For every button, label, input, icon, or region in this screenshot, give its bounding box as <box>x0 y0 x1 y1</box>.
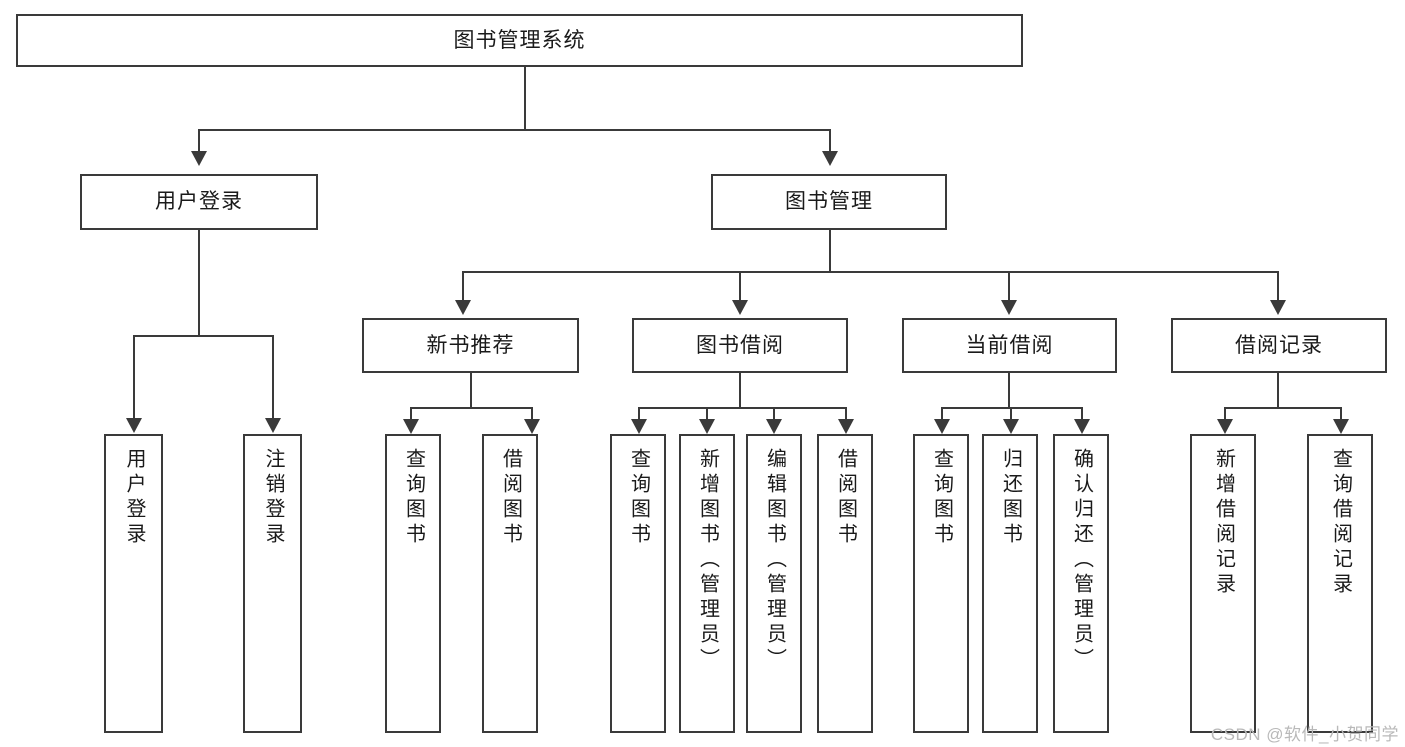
connector-book-borrow-stem <box>739 373 741 408</box>
connector-book-mgmt-drop-4 <box>1277 271 1279 301</box>
csdn-watermark: CSDN @软件_小贺同学 <box>1210 725 1399 744</box>
arrow-book-mgmt-child-1 <box>455 300 471 315</box>
node-label: 图书借阅 <box>696 333 784 357</box>
connector-book-mgmt-stem <box>829 230 831 272</box>
arrow-root-to-book-mgmt <box>822 151 838 166</box>
arrow-book-mgmt-child-4 <box>1270 300 1286 315</box>
leaf-borrow-record-add[interactable]: 新增借阅记录 <box>1190 434 1256 733</box>
arrow-root-to-user-login <box>191 151 207 166</box>
connector-book-borrow-drop-3 <box>773 407 775 420</box>
connector-user-login-drop-1 <box>133 335 135 419</box>
leaf-label: 新增借阅记录 <box>1212 448 1235 598</box>
arrow-book-borrow-leaf-2 <box>699 419 715 434</box>
node-label: 借阅记录 <box>1235 333 1323 357</box>
leaf-label: 借阅图书 <box>834 448 857 548</box>
connector-book-mgmt-bar <box>462 271 1277 273</box>
arrow-new-book-leaf-2 <box>524 419 540 434</box>
leaf-label: 新增图书（管理员） <box>696 448 719 673</box>
leaf-current-borrow-confirm[interactable]: 确认归还（管理员） <box>1053 434 1109 733</box>
node-label: 当前借阅 <box>965 333 1054 357</box>
connector-current-borrow-drop-1 <box>941 407 943 420</box>
leaf-new-book-borrow[interactable]: 借阅图书 <box>482 434 538 733</box>
connector-borrow-record-drop-2 <box>1340 407 1342 420</box>
leaf-label: 注销登录 <box>262 448 284 548</box>
connector-book-mgmt-drop-1 <box>462 271 464 301</box>
leaf-book-borrow-edit[interactable]: 编辑图书（管理员） <box>746 434 802 733</box>
leaf-current-borrow-return[interactable]: 归还图书 <box>982 434 1038 733</box>
leaf-label: 查询图书 <box>627 448 650 548</box>
connector-book-borrow-drop-1 <box>638 407 640 420</box>
connector-new-book-drop-2 <box>531 407 533 420</box>
connector-current-borrow-drop-3 <box>1081 407 1083 420</box>
connector-book-borrow-bar <box>638 407 846 409</box>
node-root-system[interactable]: 图书管理系统 <box>16 14 1023 67</box>
arrow-current-borrow-leaf-1 <box>934 419 950 434</box>
connector-user-login-drop-2 <box>272 335 274 419</box>
leaf-current-borrow-query[interactable]: 查询图书 <box>913 434 969 733</box>
arrow-book-mgmt-child-3 <box>1001 300 1017 315</box>
arrow-new-book-leaf-1 <box>403 419 419 434</box>
leaf-label: 确认归还（管理员） <box>1070 448 1093 673</box>
leaf-label: 用户登录 <box>123 448 145 548</box>
connector-user-login-stem <box>198 230 200 336</box>
node-label: 新书推荐 <box>426 333 515 357</box>
arrow-current-borrow-leaf-2 <box>1003 419 1019 434</box>
connector-book-mgmt-drop-3 <box>1008 271 1010 301</box>
node-book-borrow[interactable]: 图书借阅 <box>632 318 848 373</box>
leaf-label: 借阅图书 <box>499 448 522 548</box>
connector-borrow-record-drop-1 <box>1224 407 1226 420</box>
connector-user-login-bar <box>133 335 273 337</box>
arrow-book-borrow-leaf-1 <box>631 419 647 434</box>
connector-book-borrow-drop-2 <box>706 407 708 420</box>
arrow-user-login-leaf-1 <box>126 418 142 433</box>
leaf-label: 查询借阅记录 <box>1329 448 1352 598</box>
arrow-user-login-leaf-2 <box>265 418 281 433</box>
connector-new-book-drop-1 <box>410 407 412 420</box>
arrow-book-borrow-leaf-4 <box>838 419 854 434</box>
connector-root-stem <box>524 67 526 130</box>
arrow-borrow-record-leaf-2 <box>1333 419 1349 434</box>
connector-current-borrow-stem <box>1008 373 1010 408</box>
node-new-book-recommend[interactable]: 新书推荐 <box>362 318 579 373</box>
arrow-book-mgmt-child-2 <box>732 300 748 315</box>
connector-current-borrow-drop-2 <box>1010 407 1012 420</box>
leaf-book-borrow-borrow[interactable]: 借阅图书 <box>817 434 873 733</box>
connector-borrow-record-stem <box>1277 373 1279 408</box>
leaf-label: 编辑图书（管理员） <box>763 448 786 673</box>
node-current-borrow[interactable]: 当前借阅 <box>902 318 1117 373</box>
leaf-label: 查询图书 <box>402 448 425 548</box>
connector-root-to-user-login <box>198 129 200 153</box>
leaf-book-borrow-add[interactable]: 新增图书（管理员） <box>679 434 735 733</box>
connector-book-borrow-drop-4 <box>845 407 847 420</box>
connector-root-bar <box>198 129 830 131</box>
leaf-book-borrow-query[interactable]: 查询图书 <box>610 434 666 733</box>
node-user-login[interactable]: 用户登录 <box>80 174 318 230</box>
arrow-borrow-record-leaf-1 <box>1217 419 1233 434</box>
arrow-book-borrow-leaf-3 <box>766 419 782 434</box>
node-borrow-record[interactable]: 借阅记录 <box>1171 318 1387 373</box>
connector-book-mgmt-drop-2 <box>739 271 741 301</box>
connector-new-book-stem <box>470 373 472 408</box>
leaf-label: 归还图书 <box>999 448 1022 548</box>
node-book-management[interactable]: 图书管理 <box>711 174 947 230</box>
arrow-current-borrow-leaf-3 <box>1074 419 1090 434</box>
node-label: 用户登录 <box>155 190 243 214</box>
connector-new-book-bar <box>410 407 532 409</box>
connector-root-to-book-mgmt <box>829 129 831 153</box>
node-label: 图书管理 <box>785 190 873 214</box>
leaf-new-book-query[interactable]: 查询图书 <box>385 434 441 733</box>
leaf-borrow-record-query[interactable]: 查询借阅记录 <box>1307 434 1373 733</box>
leaf-user-login-logout[interactable]: 注销登录 <box>243 434 302 733</box>
leaf-label: 查询图书 <box>930 448 953 548</box>
connector-borrow-record-bar <box>1224 407 1341 409</box>
leaf-user-login-login[interactable]: 用户登录 <box>104 434 163 733</box>
node-label: 图书管理系统 <box>453 28 586 52</box>
